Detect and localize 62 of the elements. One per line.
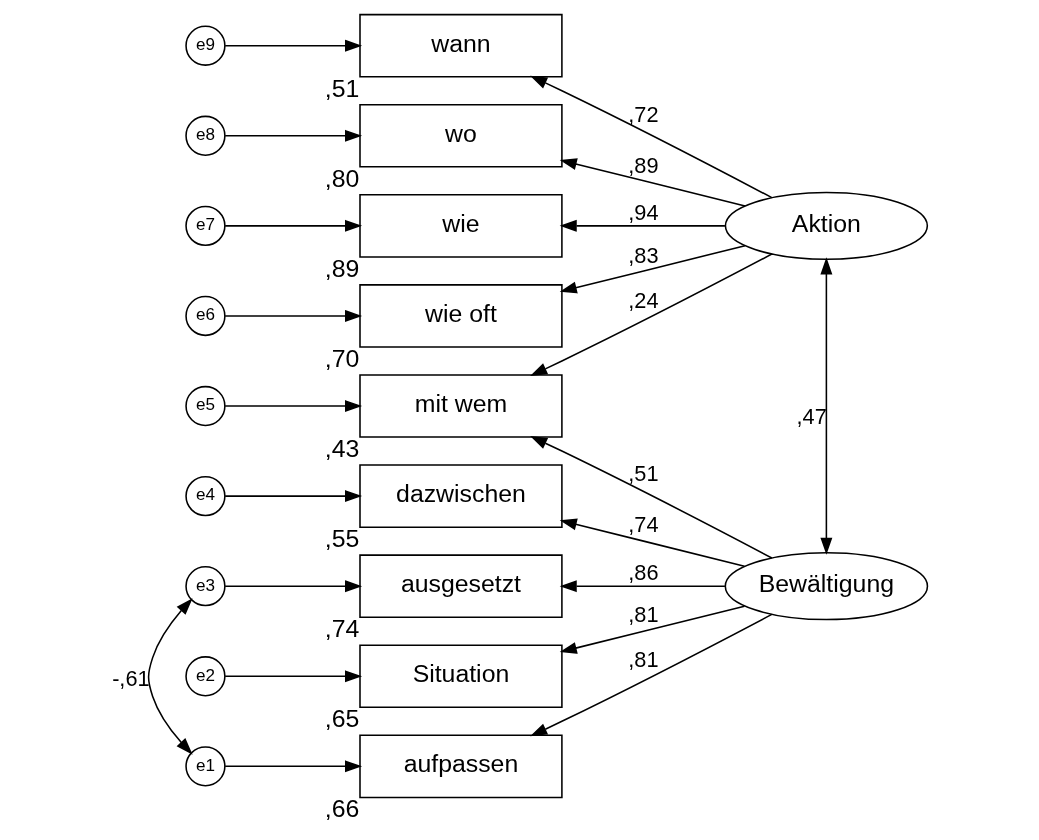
arrow bbox=[529, 436, 773, 559]
node-ellipse: Bewältigung bbox=[724, 552, 928, 621]
edge-label: ,72 bbox=[627, 102, 659, 128]
arrow bbox=[223, 580, 362, 593]
edge-label: ,83 bbox=[627, 243, 659, 269]
node-box: wie bbox=[358, 194, 563, 258]
arrow bbox=[559, 518, 745, 567]
node-box: wie oft bbox=[358, 284, 563, 348]
node-label: ,55 bbox=[324, 525, 359, 553]
edge-label: ,81 bbox=[627, 602, 659, 628]
arrow bbox=[529, 613, 773, 737]
edge-label: -,61 bbox=[111, 666, 150, 692]
arrow bbox=[559, 219, 726, 232]
edge-label: ,94 bbox=[627, 199, 659, 225]
node-ellipse: Aktion bbox=[724, 191, 928, 261]
arrow bbox=[223, 39, 362, 52]
node-circle: e1 bbox=[184, 746, 226, 787]
arrow bbox=[223, 129, 362, 142]
arrow bbox=[559, 158, 746, 207]
node-circle: e8 bbox=[184, 115, 226, 156]
node-circle: e5 bbox=[184, 385, 226, 427]
node-label: ,74 bbox=[324, 615, 359, 643]
edge-label: ,47 bbox=[796, 403, 827, 429]
node-box: dazwischen bbox=[358, 464, 563, 528]
node-box: wann bbox=[358, 13, 563, 78]
arrow bbox=[559, 244, 746, 294]
arrow bbox=[223, 490, 362, 503]
node-circle: e2 bbox=[184, 656, 226, 697]
arrow bbox=[147, 598, 193, 755]
arrow bbox=[559, 605, 745, 654]
node-box: aufpassen bbox=[358, 734, 563, 799]
node-label: ,65 bbox=[324, 705, 359, 733]
arrow bbox=[223, 219, 362, 232]
node-label: ,43 bbox=[324, 434, 359, 462]
edge-label: ,86 bbox=[627, 560, 659, 586]
node-circle: e3 bbox=[184, 566, 226, 607]
node-box: ausgesetzt bbox=[358, 554, 563, 619]
edge-label: ,89 bbox=[627, 153, 659, 179]
arrow bbox=[529, 75, 773, 199]
node-label: ,80 bbox=[324, 164, 359, 192]
arrow bbox=[223, 400, 362, 412]
edge-label: ,51 bbox=[627, 460, 659, 486]
edge-label: ,81 bbox=[627, 647, 659, 673]
node-label: ,89 bbox=[324, 254, 359, 282]
arrow bbox=[223, 760, 362, 773]
node-circle: e7 bbox=[184, 205, 226, 247]
node-box: Situation bbox=[358, 644, 563, 709]
arrow bbox=[223, 309, 362, 322]
arrow bbox=[559, 580, 726, 593]
node-circle: e6 bbox=[184, 295, 226, 337]
node-box: wo bbox=[358, 103, 563, 168]
arrow bbox=[529, 253, 773, 376]
edge-label: ,74 bbox=[627, 512, 659, 538]
node-circle: e4 bbox=[184, 475, 226, 517]
arrow bbox=[223, 670, 362, 683]
node-box: mit wem bbox=[358, 374, 563, 438]
edge-label: ,24 bbox=[627, 288, 659, 314]
node-circle: e9 bbox=[184, 25, 226, 66]
node-label: ,51 bbox=[324, 74, 359, 102]
node-label: ,70 bbox=[324, 344, 359, 372]
arrow bbox=[819, 257, 832, 555]
node-label: ,66 bbox=[324, 795, 359, 823]
